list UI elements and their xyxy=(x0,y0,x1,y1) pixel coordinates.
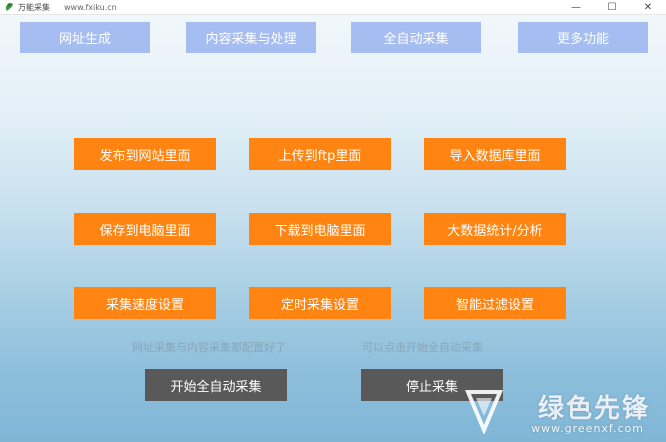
hint-right-text: 可以点击开始全自动采集 xyxy=(362,341,483,354)
scheduled-collect-settings-button[interactable]: 定时采集设置 xyxy=(249,287,391,319)
import-to-database-button[interactable]: 导入数据库里面 xyxy=(424,138,566,170)
download-to-computer-button[interactable]: 下载到电脑里面 xyxy=(249,213,391,245)
window-controls: — ☐ ✕ xyxy=(558,0,666,14)
tab-auto-collect[interactable]: 全自动采集 xyxy=(351,22,481,53)
window-title: 万能采集 xyxy=(18,2,50,12)
tab-url-generate[interactable]: 网址生成 xyxy=(20,22,150,53)
big-data-analysis-button[interactable]: 大数据统计/分析 xyxy=(424,213,566,245)
minimize-button[interactable]: — xyxy=(571,1,581,13)
tab-content-collect[interactable]: 内容采集与处理 xyxy=(186,22,316,53)
publish-to-website-button[interactable]: 发布到网站里面 xyxy=(74,138,216,170)
maximize-button[interactable]: ☐ xyxy=(607,1,617,13)
start-auto-collect-button[interactable]: 开始全自动采集 xyxy=(145,369,287,401)
watermark-url: www.greenxf.com xyxy=(531,422,644,435)
watermark: 绿色先锋 www.greenxf.com xyxy=(462,382,662,442)
save-to-computer-button[interactable]: 保存到电脑里面 xyxy=(74,213,216,245)
window-url: www.fxiku.cn xyxy=(64,2,117,12)
stop-collect-button[interactable]: 停止采集 xyxy=(361,369,503,401)
watermark-text: 绿色先锋 xyxy=(537,394,650,424)
hint-left-text: 网址采集与内容采集都配置好了 xyxy=(132,341,286,354)
smart-filter-settings-button[interactable]: 智能过滤设置 xyxy=(424,287,566,319)
app-logo-icon xyxy=(4,2,14,12)
close-button[interactable]: ✕ xyxy=(643,1,653,13)
title-bar[interactable]: 万能采集 www.fxiku.cn — ☐ ✕ xyxy=(0,0,666,15)
upload-to-ftp-button[interactable]: 上传到ftp里面 xyxy=(249,138,391,170)
collect-speed-settings-button[interactable]: 采集速度设置 xyxy=(74,287,216,319)
tab-more-features[interactable]: 更多功能 xyxy=(518,22,648,53)
watermark-logo-icon xyxy=(464,390,504,434)
main-panel: 网址生成 内容采集与处理 全自动采集 更多功能 发布到网站里面 上传到ftp里面… xyxy=(0,15,666,442)
